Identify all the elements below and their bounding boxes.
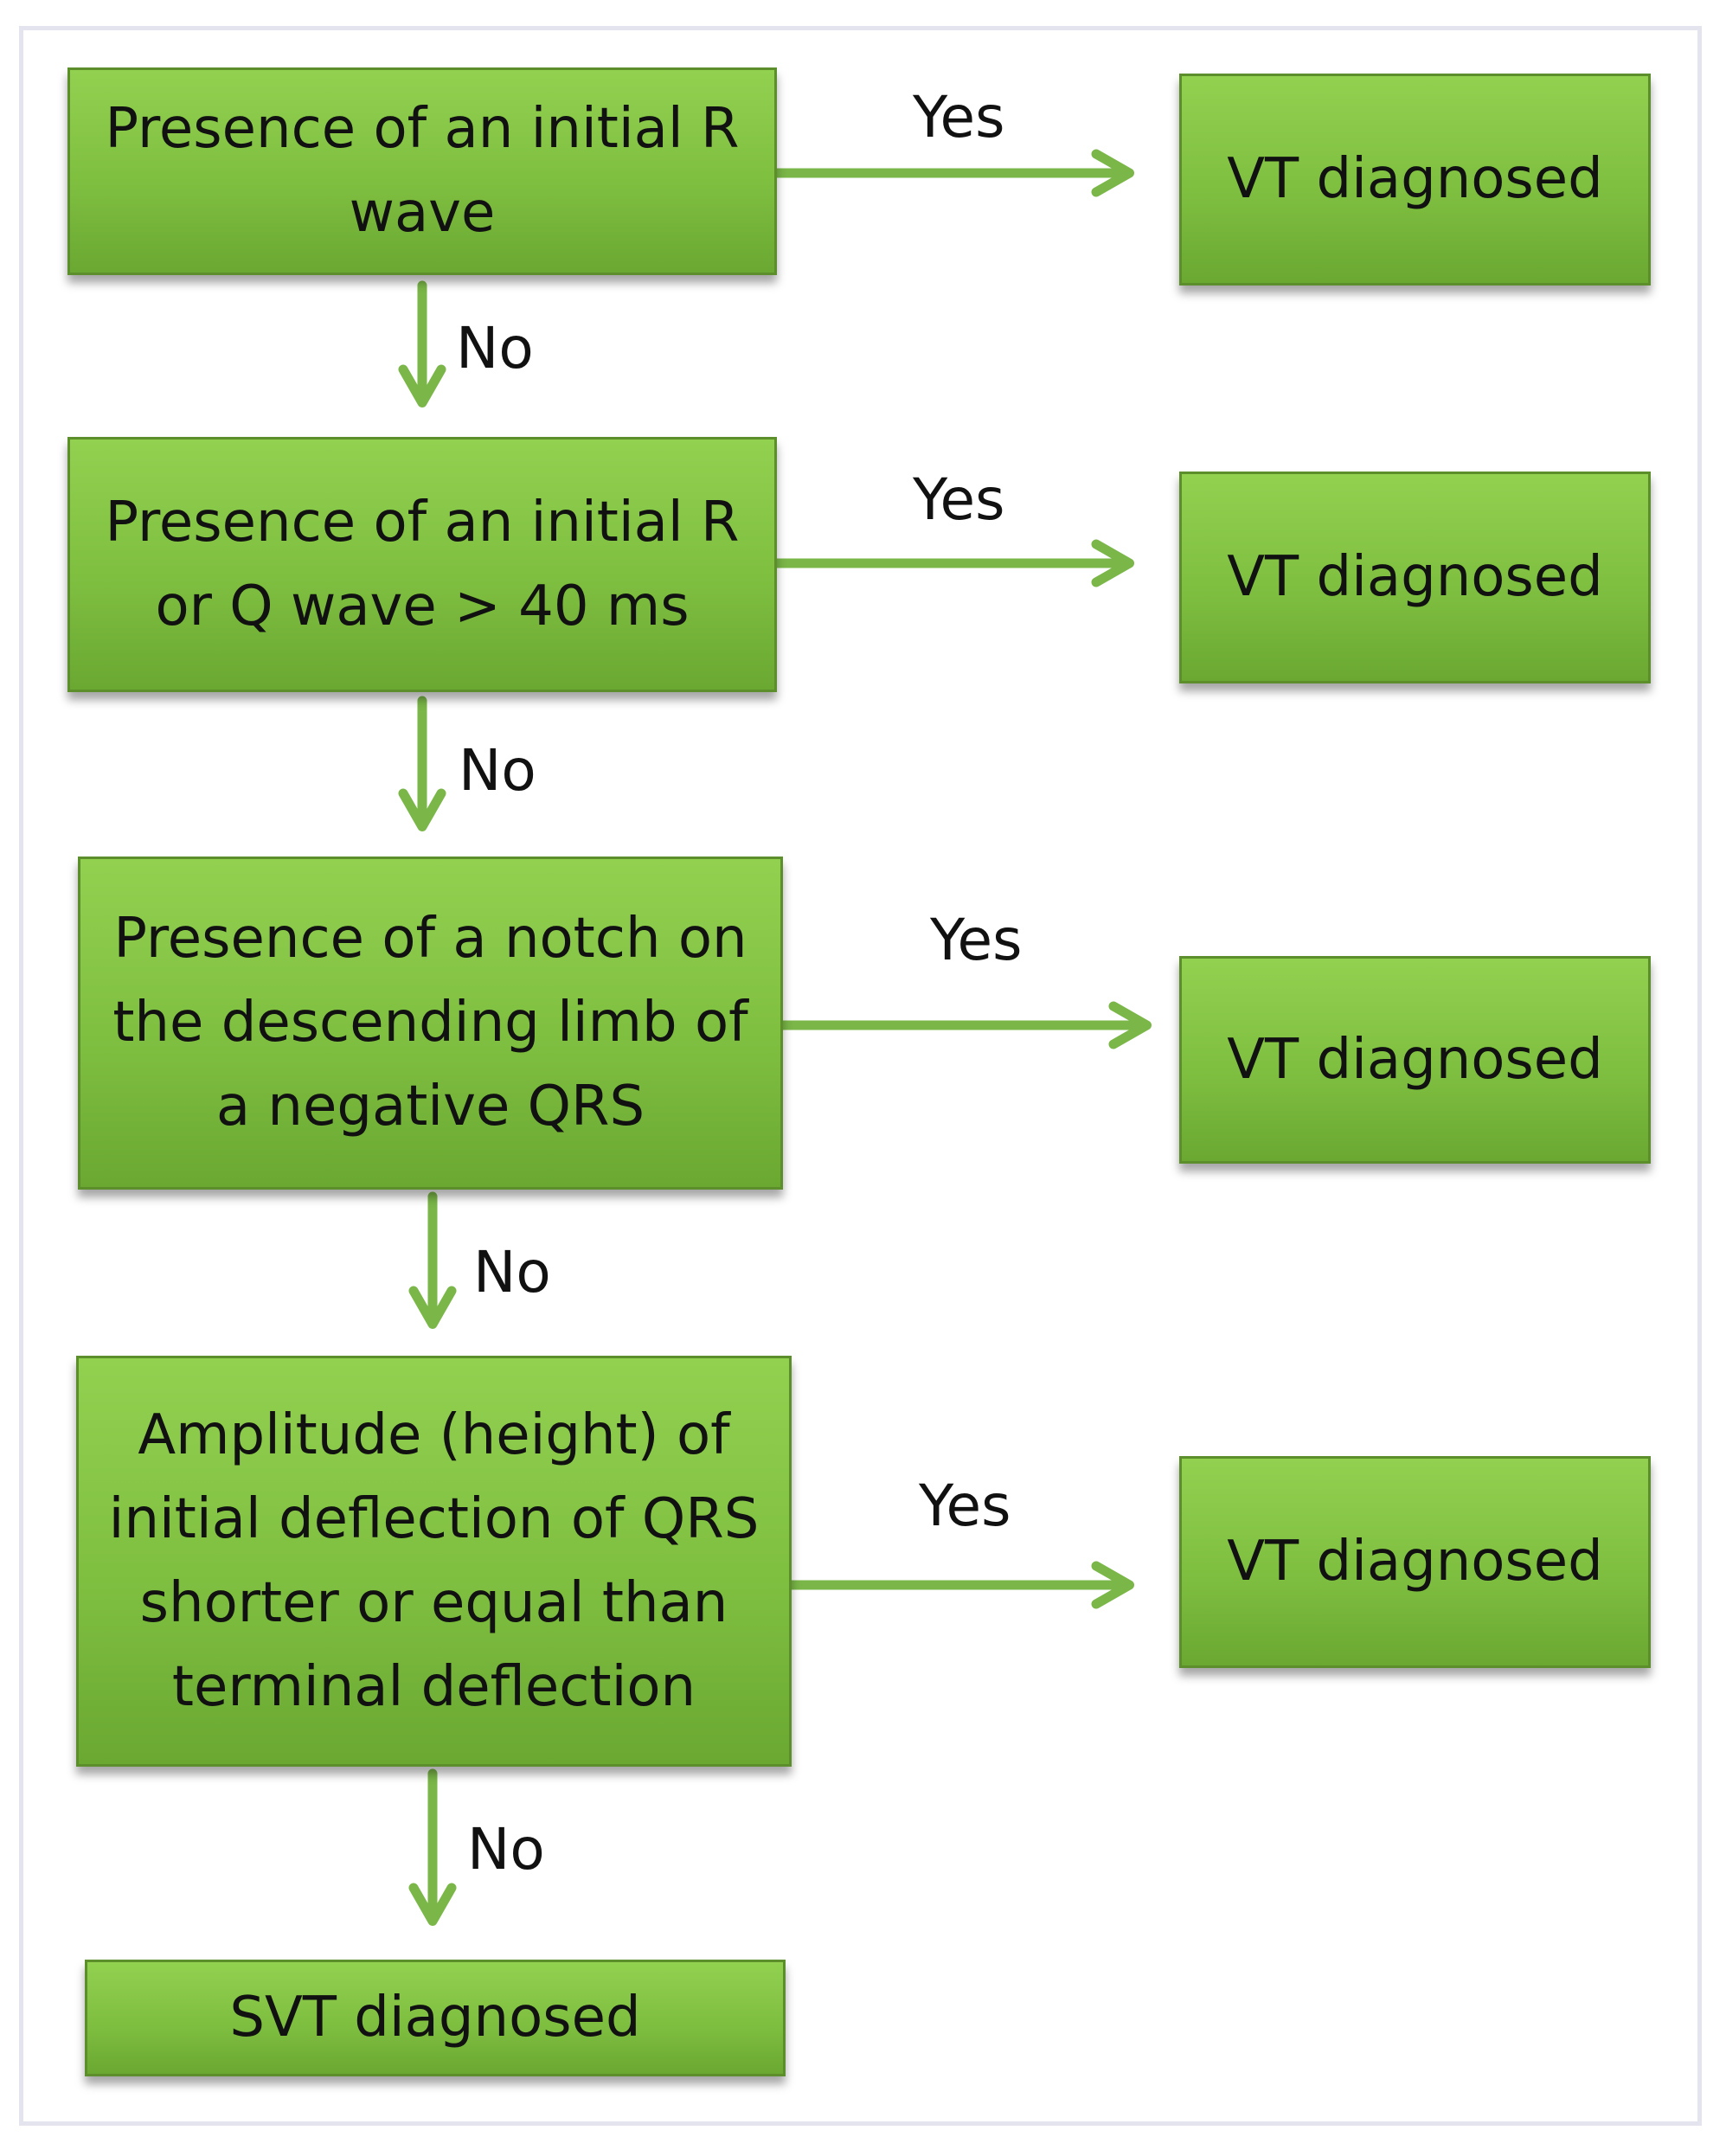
outcome-box-svt: SVT diagnosed [85,1960,786,2076]
outcome-text-svt: SVT diagnosed [229,1986,641,2050]
decision-text-4: Amplitude (height) of initial deflection… [108,1402,760,1719]
outcome-text-vt-3: VT diagnosed [1227,1027,1603,1092]
decision-text-1: Presence of an initial R wave [105,97,740,245]
outcome-box-vt-2: VT diagnosed [1179,472,1651,683]
decision-text-3: Presence of a notch on the descending li… [112,907,748,1139]
diagram-frame [19,26,1702,2126]
label-no-4: No [467,1816,545,1883]
label-no-3: No [473,1239,551,1306]
outcome-text-vt-2: VT diagnosed [1227,545,1603,609]
decision-text-2: Presence of an initial R or Q wave > 40 … [105,490,740,638]
decision-box-amplitude: Amplitude (height) of initial deflection… [76,1356,792,1767]
decision-box-notch: Presence of a notch on the descending li… [78,857,783,1190]
outcome-box-vt-3: VT diagnosed [1179,956,1651,1164]
label-yes-1: Yes [913,84,1005,151]
outcome-box-vt-4: VT diagnosed [1179,1456,1651,1668]
label-no-2: No [459,737,536,804]
outcome-box-vt-1: VT diagnosed [1179,74,1651,286]
decision-box-r-or-q-wave: Presence of an initial R or Q wave > 40 … [67,437,777,692]
label-no-1: No [456,315,534,382]
outcome-text-vt-4: VT diagnosed [1227,1530,1603,1594]
label-yes-3: Yes [930,907,1023,973]
label-yes-4: Yes [919,1473,1011,1539]
decision-box-initial-r-wave: Presence of an initial R wave [67,67,777,275]
label-yes-2: Yes [913,466,1005,533]
outcome-text-vt-1: VT diagnosed [1227,147,1603,211]
